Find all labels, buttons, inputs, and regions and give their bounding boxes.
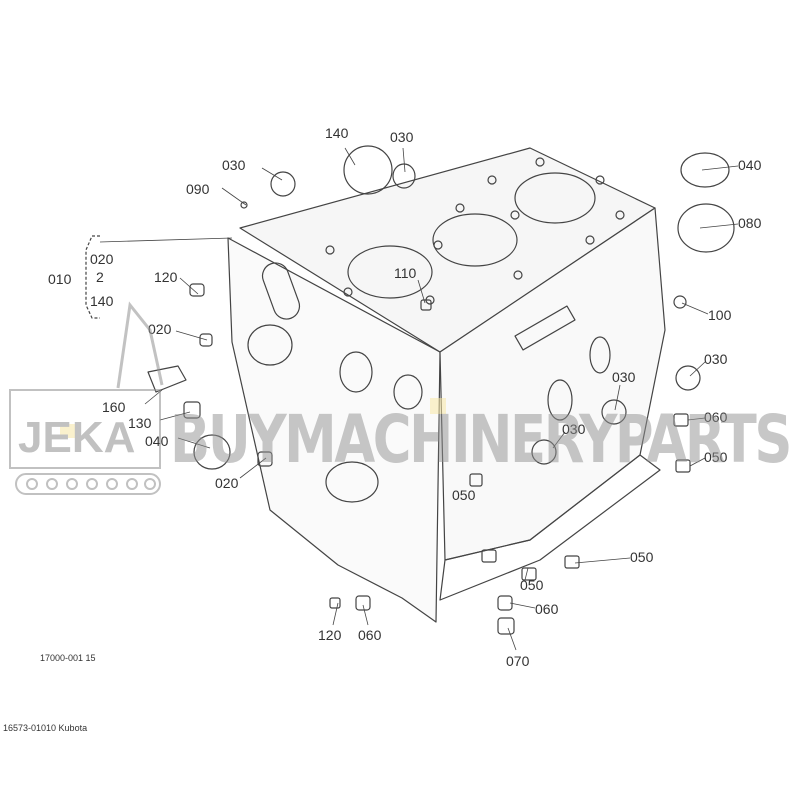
- plug-020-low: [257, 451, 273, 467]
- plug-070: [497, 617, 515, 635]
- plug-030-r3: [531, 439, 557, 465]
- cylinder-bore: [347, 245, 433, 299]
- plug-030-r2: [601, 399, 627, 425]
- figure-code: 17000-001 15: [40, 653, 96, 663]
- callout: 010: [48, 271, 72, 287]
- bearing-housing: [339, 351, 373, 393]
- cylinder-bore: [432, 213, 518, 267]
- callout: 120: [318, 627, 342, 643]
- callout: 030: [390, 129, 414, 145]
- callout: 120: [154, 269, 178, 285]
- callout: 140: [90, 293, 114, 309]
- callout: 050: [452, 487, 476, 503]
- callout: 020: [148, 321, 172, 337]
- leader-lines: [99, 147, 739, 651]
- plug-030-top: [392, 163, 416, 189]
- cover-080: [677, 203, 735, 253]
- callout: 140: [325, 125, 349, 141]
- cap-140: [343, 145, 393, 195]
- plug-030-r1: [675, 365, 701, 391]
- watermark-text: BUYMACHINERYPARTS: [170, 401, 790, 478]
- camshaft-bore: [247, 324, 293, 366]
- callout-labels: 140 030 030 090 010 020 2 140 120 110 02…: [48, 125, 762, 669]
- crank-bore: [325, 461, 379, 503]
- plug-020: [199, 333, 213, 347]
- callout: 110: [394, 265, 417, 281]
- callout: 050: [630, 549, 654, 565]
- plug-050-r1: [675, 459, 691, 473]
- side-block-rib: [514, 305, 576, 351]
- callout: 2: [96, 269, 104, 285]
- fitting-130: [183, 401, 201, 419]
- cylinder-bore: [514, 172, 596, 224]
- watermark-logo: JEKA: [9, 301, 446, 495]
- callout: 050: [704, 449, 728, 465]
- plug-050-low: [521, 567, 537, 581]
- plug-050-mid: [481, 549, 497, 563]
- callout: 020: [215, 475, 239, 491]
- crankcase-front-face: [227, 237, 441, 623]
- plug-040: [193, 434, 231, 470]
- plug-050-r2: [564, 555, 580, 569]
- callout: 030: [222, 157, 246, 173]
- callout: 060: [535, 601, 559, 617]
- callout: 030: [704, 351, 728, 367]
- bearing-housing: [393, 374, 423, 410]
- plug-060-bottom: [355, 595, 371, 611]
- callout: 040: [145, 433, 169, 449]
- range-bracket: [85, 235, 100, 319]
- bolt-120-bottom: [329, 597, 341, 609]
- callout: 060: [704, 409, 728, 425]
- slot-opening: [261, 262, 301, 320]
- callout: 080: [738, 215, 762, 231]
- callout: 060: [358, 627, 382, 643]
- callout: 090: [186, 181, 210, 197]
- tappet-port: [547, 379, 573, 421]
- callout: 100: [708, 307, 732, 323]
- part-number: 16573-01010 Kubota: [3, 723, 87, 733]
- deck-bolt-holes: [325, 157, 625, 305]
- plug-100: [673, 295, 687, 309]
- plug-050-side: [469, 473, 483, 487]
- watermark-logo-text: JEKA: [18, 413, 135, 462]
- oil-switch-160: [147, 365, 187, 393]
- callout: 030: [612, 369, 636, 385]
- callout: 040: [738, 157, 762, 173]
- cover-040: [680, 152, 730, 188]
- bolt-120: [189, 283, 205, 297]
- callout: 050: [520, 577, 544, 593]
- pin-090: [240, 201, 248, 209]
- plug-030-left: [270, 171, 296, 197]
- plug-110: [420, 299, 432, 311]
- callout: 130: [128, 415, 152, 431]
- callout: 160: [102, 399, 126, 415]
- callout: 020: [90, 251, 114, 267]
- plug-060-r1: [673, 413, 689, 427]
- plug-060-low: [497, 595, 513, 611]
- callout: 070: [506, 653, 530, 669]
- track-wheels: [15, 473, 161, 495]
- oil-pan-rail: [439, 454, 661, 601]
- cylinder-liner-port: [589, 336, 611, 374]
- callout: 030: [562, 421, 586, 437]
